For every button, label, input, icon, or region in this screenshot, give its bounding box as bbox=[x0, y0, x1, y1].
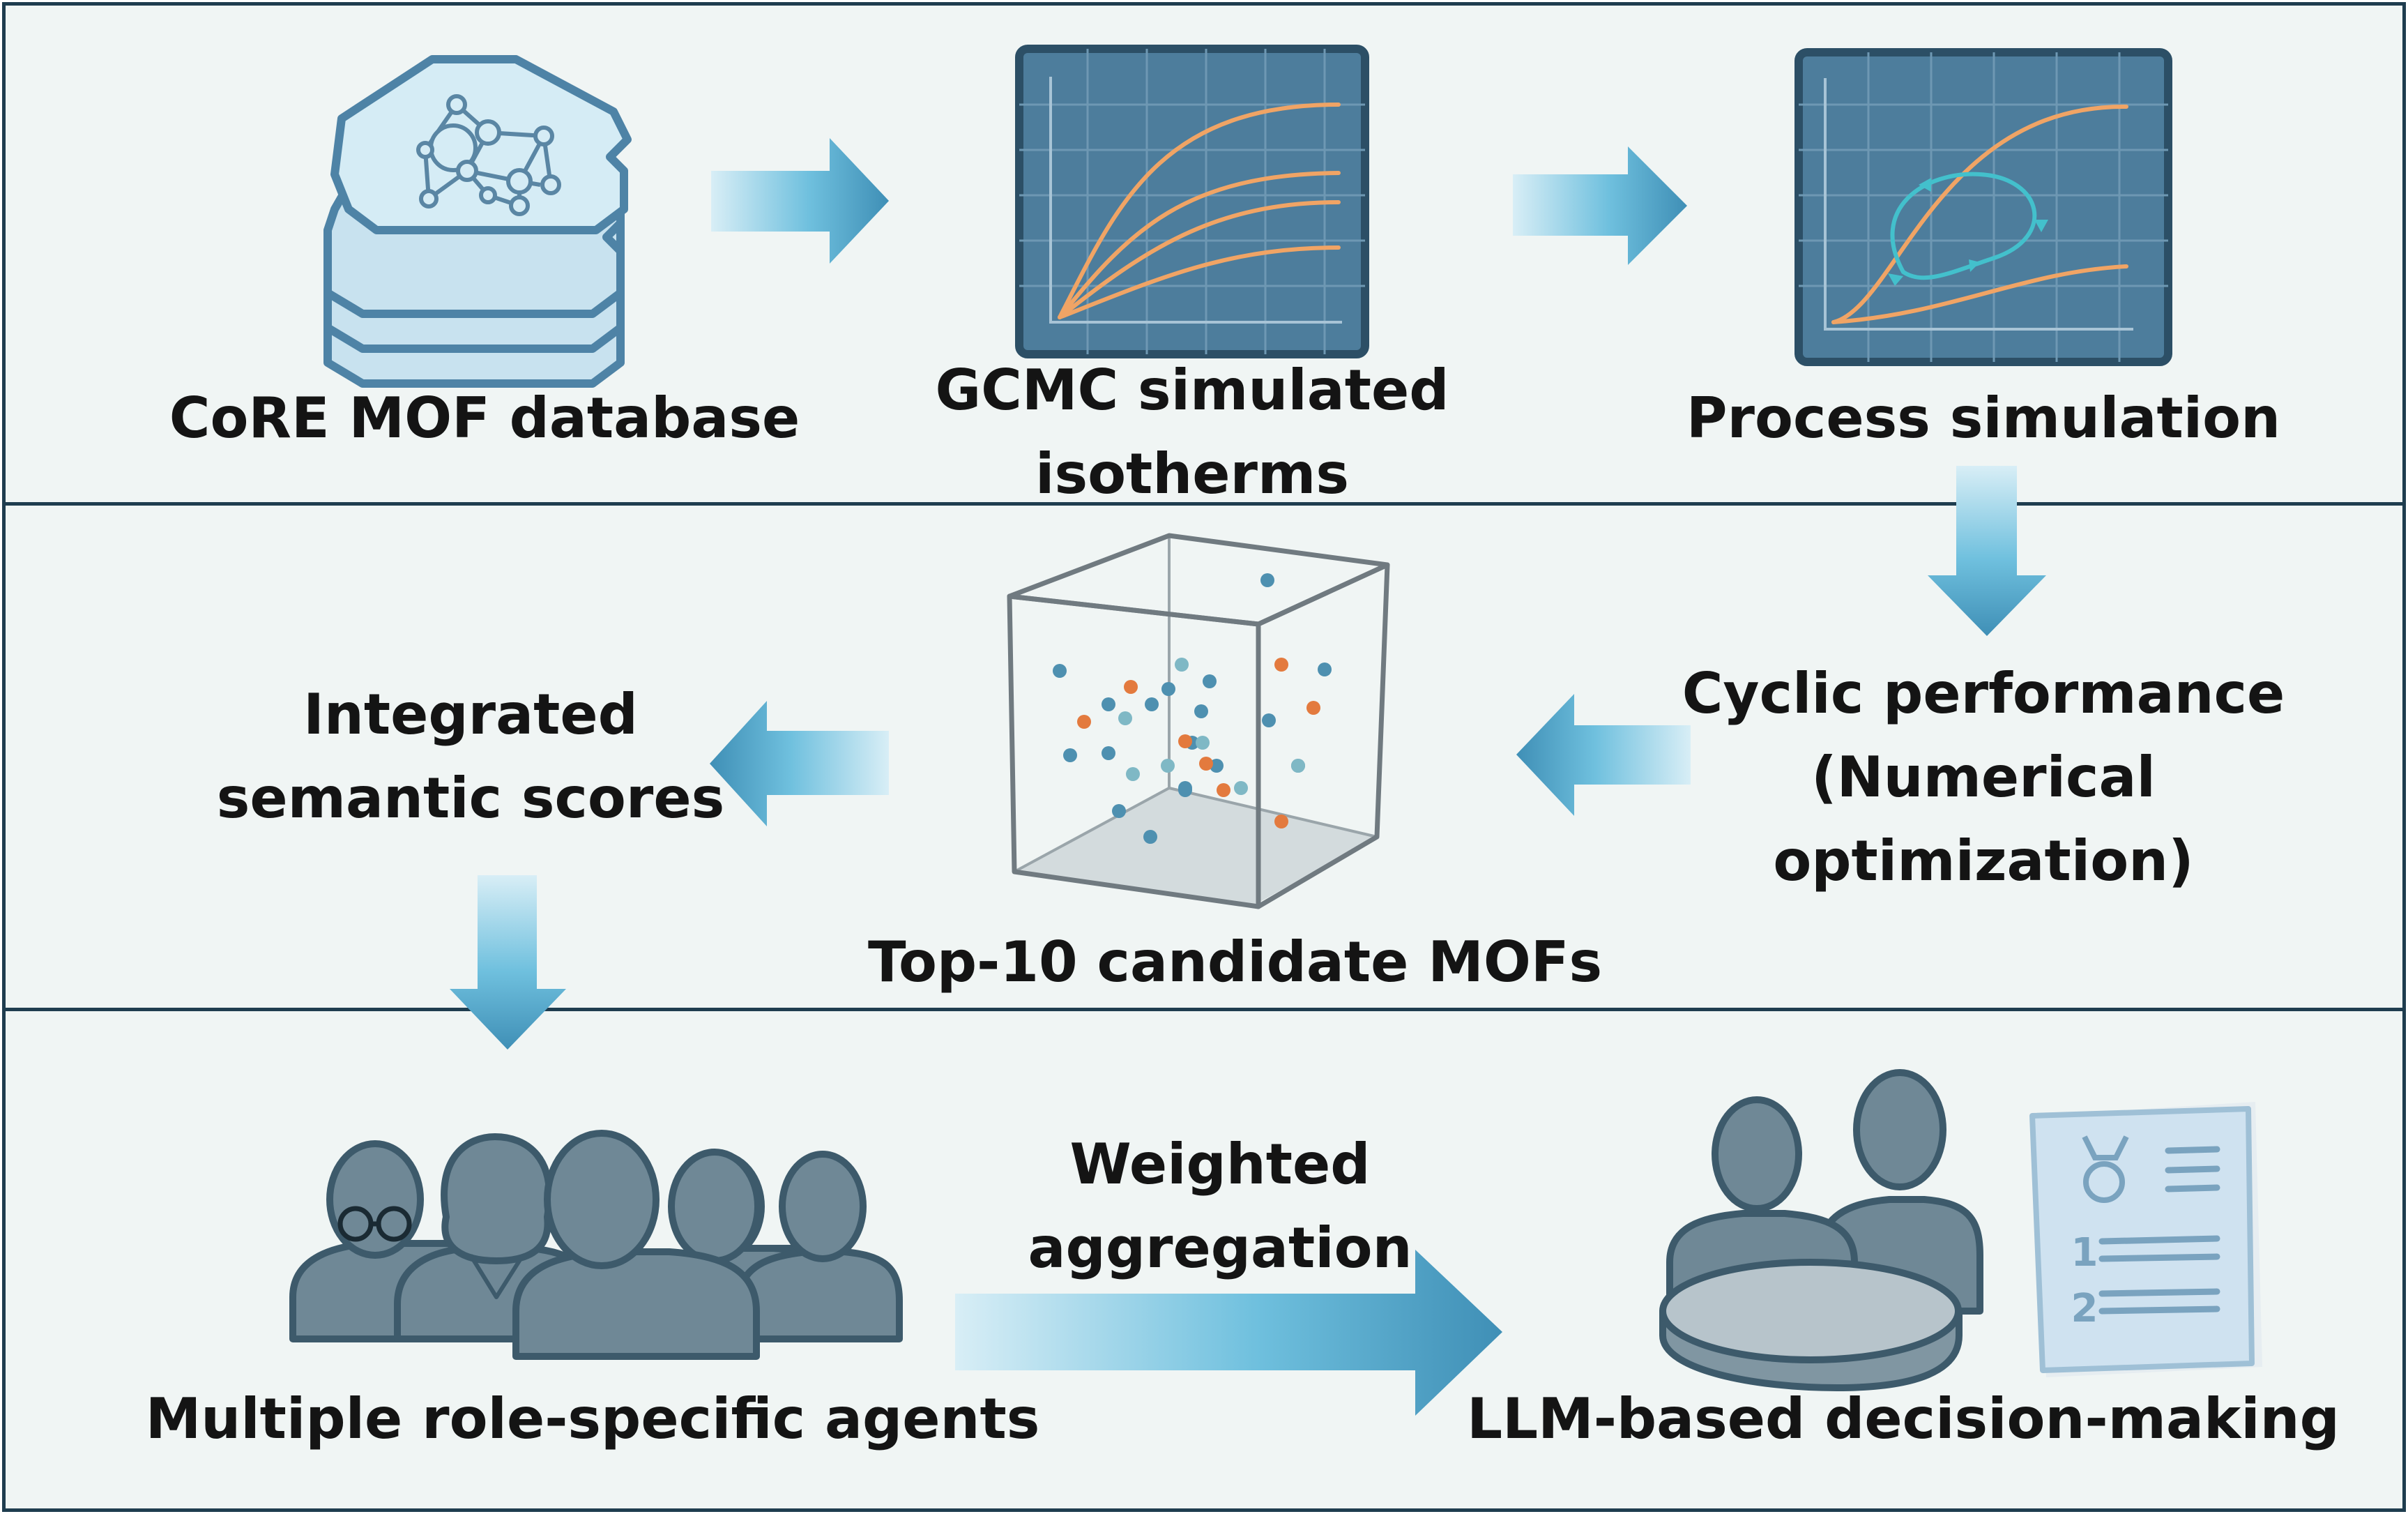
gcmc-label-line2: isotherms bbox=[1035, 441, 1349, 506]
process-label: Process simulation bbox=[1686, 386, 2281, 451]
decision-label: LLM-based decision-making bbox=[1467, 1386, 2340, 1451]
agents-label: Multiple role-specific agents bbox=[145, 1386, 1040, 1451]
arrow-icon bbox=[710, 701, 889, 826]
aggregation-line1: Weighted bbox=[1069, 1132, 1371, 1197]
decision-makers-icon bbox=[1659, 1069, 1983, 1391]
cyclic-performance-line2: (Numerical bbox=[1811, 745, 2156, 810]
agent-leader-icon bbox=[512, 1130, 760, 1360]
arrow-icon bbox=[1516, 694, 1691, 816]
arrow-icon bbox=[450, 875, 566, 1050]
aggregation-line2: aggregation bbox=[1028, 1216, 1412, 1280]
agents-group-icon bbox=[289, 1130, 903, 1360]
stacked-mof-database-icon bbox=[323, 55, 632, 388]
semantic-scores-line1: Integrated bbox=[303, 682, 638, 747]
arrow-icon bbox=[955, 1250, 1502, 1416]
3d-scatter-cube-icon bbox=[1007, 533, 1390, 909]
round-table bbox=[1659, 1259, 1963, 1391]
semantic-scores-line2: semantic scores bbox=[216, 766, 725, 831]
gcmc-label-line1: GCMC simulated bbox=[935, 358, 1449, 423]
rank-number-1: 1 bbox=[2071, 1230, 2098, 1275]
arrow-icon bbox=[1928, 466, 2046, 636]
agent-man-icon bbox=[736, 1151, 903, 1342]
isotherm-chart-icon bbox=[1015, 45, 1369, 358]
medal-icon bbox=[2082, 1135, 2129, 1203]
arrow-icon bbox=[1513, 146, 1687, 265]
cyclic-performance-line1: Cyclic performance bbox=[1682, 661, 2285, 726]
database-label: CoRE MOF database bbox=[169, 386, 800, 451]
rank-number-2: 2 bbox=[2071, 1286, 2098, 1331]
arrow-icon bbox=[711, 138, 889, 264]
cyclic-performance-line3: optimization) bbox=[1773, 828, 2194, 893]
process-cycle-chart-icon bbox=[1794, 48, 2172, 366]
ranking-document-icon: 1 2 bbox=[2029, 1102, 2262, 1377]
top10-label: Top-10 candidate MOFs bbox=[868, 930, 1603, 994]
